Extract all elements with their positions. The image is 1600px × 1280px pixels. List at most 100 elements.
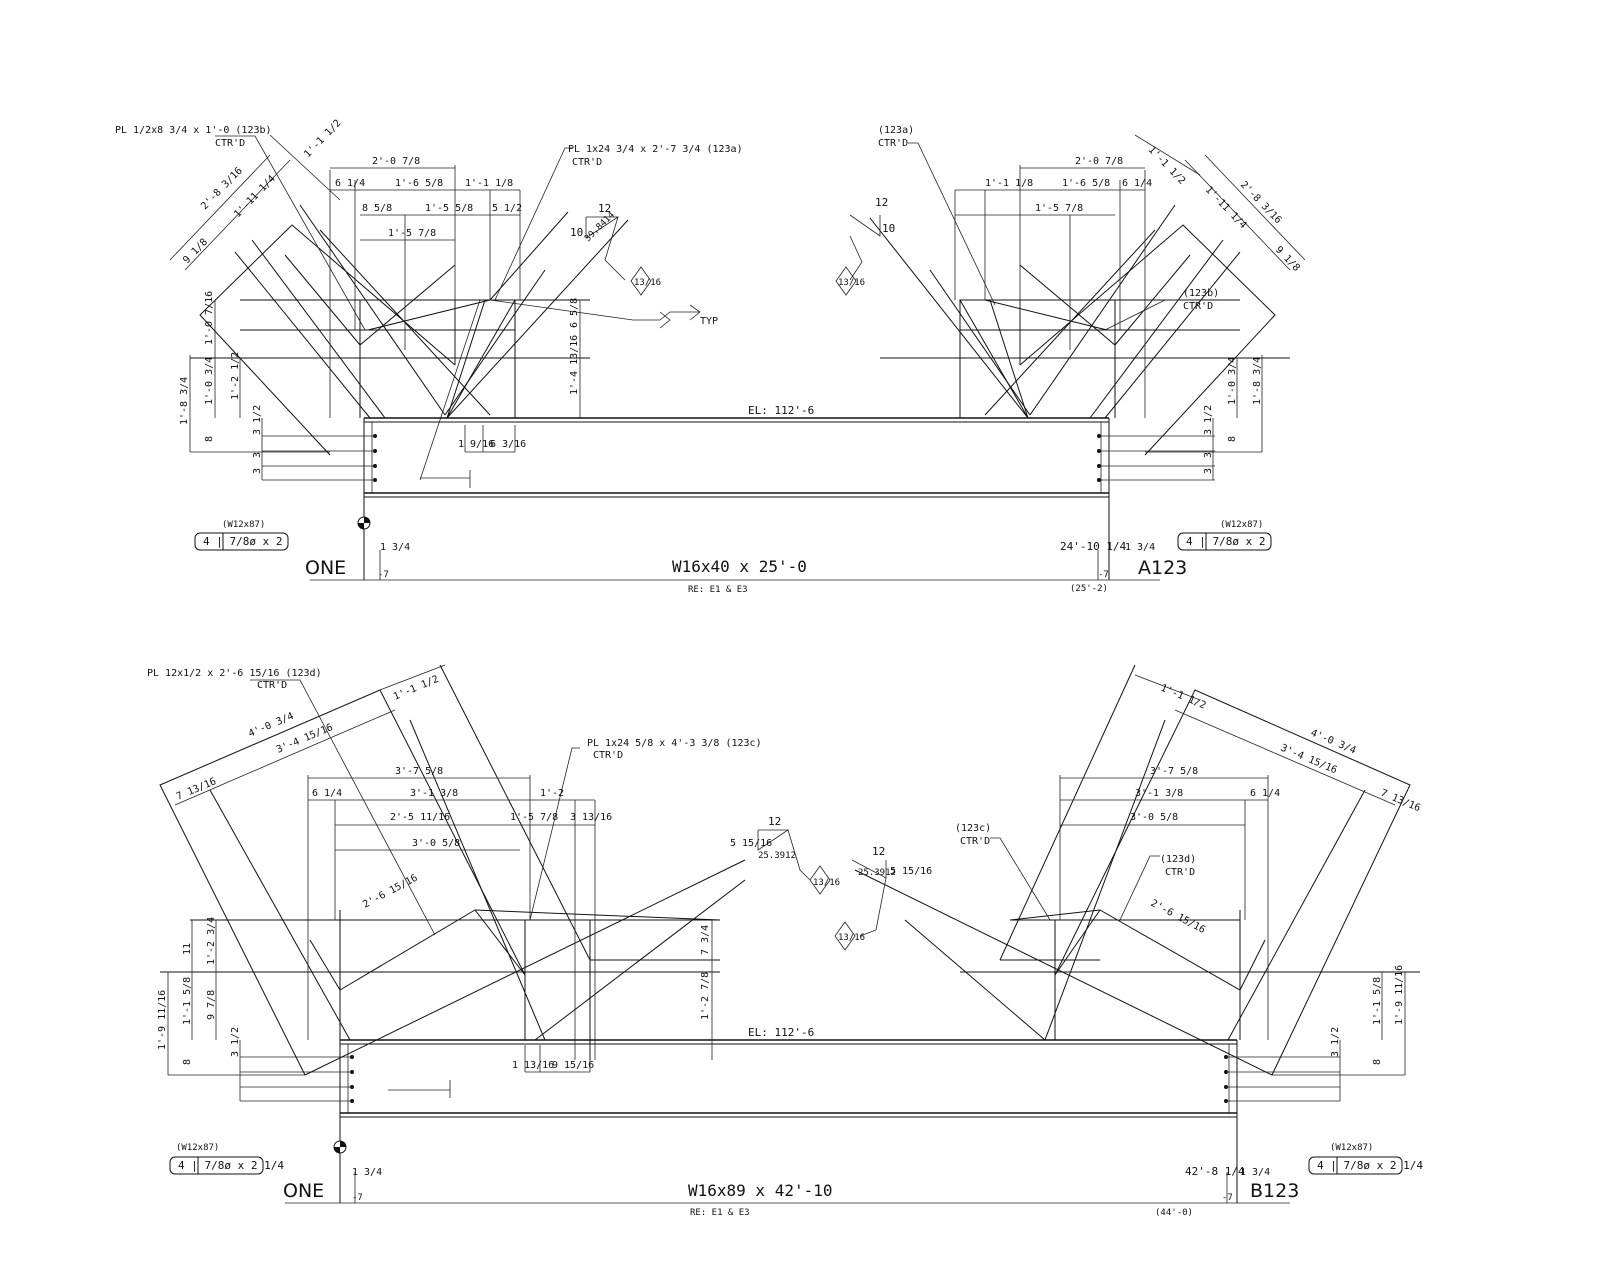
top-dim: 2'-0 7/8 <box>372 156 420 167</box>
top-dim: 1'-5 7/8 <box>1035 203 1083 214</box>
top-dim-vertical: 3 <box>252 468 263 474</box>
bottom-dim-vertical: 8 <box>1372 1059 1383 1065</box>
top-dim: 1'-1 1/8 <box>465 178 513 189</box>
top-dim-oblique: 1'-11 1/4 <box>232 173 278 220</box>
bottom-dim-vertical: 11 <box>182 943 193 955</box>
top-dim: 8 5/8 <box>362 203 392 214</box>
top-text: W16x40 x 25'-0 RE: E1 & E3 ONE A123 EL: … <box>115 118 1302 595</box>
top-dim-vertical: 1'-0 3/4 <box>1227 357 1238 405</box>
top-dim: 2'-0 7/8 <box>1075 156 1123 167</box>
bottom-dim-vertical: 1'-2 7/8 <box>700 972 711 1020</box>
bottom-elevation: EL: 112'-6 <box>748 1026 814 1039</box>
top-dim: 1 9/16 <box>458 439 494 450</box>
bottom-left-mark: ONE <box>283 1180 324 1202</box>
top-right-b: (123b) <box>1183 288 1219 299</box>
bottom-bolt-right: 4 | 7/8ø x 2 1/4 <box>1317 1159 1423 1172</box>
bottom-dim: 1'-5 7/8 <box>510 812 558 823</box>
bottom-plate-c-ctr: CTR'D <box>593 750 623 761</box>
bottom-dim-oblique: 2'-6 15/16 <box>361 873 419 911</box>
top-hole-size: 13/16 <box>634 278 661 288</box>
bottom-right-d-ctr: CTR'D <box>1165 867 1195 878</box>
bottom-dim-oblique: 1'-1 1/2 <box>392 674 441 703</box>
top-ref-note: RE: E1 & E3 <box>688 585 748 595</box>
bottom-right-mark: B123 <box>1250 1180 1299 1202</box>
top-dim-vertical: 1'-8 3/4 <box>179 377 190 425</box>
bottom-right-c: (123c) <box>955 823 991 834</box>
top-leaders <box>215 135 1180 481</box>
top-plate-a-ctr: CTR'D <box>572 157 602 168</box>
bottom-dim-vertical: 3 1/2 <box>230 1027 241 1057</box>
bottom-dim: 3'-1 3/8 <box>1135 788 1183 799</box>
top-dim-vertical: 1'-4 13/16 <box>569 335 580 395</box>
top-bolt-left-section: (W12x87) <box>222 520 265 530</box>
bottom-text: W16x89 x 42'-10 RE: E1 & E3 ONE B123 EL:… <box>147 668 1423 1218</box>
bottom-dim-oblique: 3'-4 15/16 <box>1279 743 1339 777</box>
top-bolt-right-section: (W12x87) <box>1220 520 1263 530</box>
bottom-dim-vertical: 1'-9 11/16 <box>1394 965 1405 1025</box>
top-dim-oblique: 1'-11 1/4 <box>1203 184 1249 231</box>
top-member-label: W16x40 x 25'-0 <box>672 557 807 576</box>
top-hole-size-right: 13/16 <box>838 278 865 288</box>
top-dim-vertical: 3 1/2 <box>252 405 263 435</box>
bottom-slope-run-right: 5 15/16 <box>890 866 932 877</box>
bottom-dim: 2'-5 11/16 <box>390 812 450 823</box>
top-dim-vertical: 3 1/2 <box>1203 405 1214 435</box>
top-right-b-ctr: CTR'D <box>1183 301 1213 312</box>
bottom-dim-lines <box>159 664 1411 1204</box>
bottom-dim: 1'-2 <box>540 788 564 799</box>
bottom-dim-oblique: 1'-1 1/2 <box>1159 683 1208 712</box>
bottom-dim: 6 1/4 <box>1250 788 1280 799</box>
top-dim-vertical: 6 5/8 <box>569 298 580 328</box>
top-right-a-ctr: CTR'D <box>878 138 908 149</box>
top-bolt-holes <box>262 434 1215 482</box>
top-dim: 5 1/2 <box>492 203 522 214</box>
top-right-edge: -7 <box>1098 570 1109 580</box>
top-slope-rise-right: 12 <box>875 196 888 209</box>
top-dim: 1'-1 1/8 <box>985 178 1033 189</box>
top-slope-run-right: 10 <box>882 222 895 235</box>
bottom-dim-vertical: 3 1/2 <box>1330 1027 1341 1057</box>
top-dim: 1'-6 5/8 <box>1062 178 1110 189</box>
bottom-dim: 6 1/4 <box>312 788 342 799</box>
bottom-right-edge: -7 <box>1222 1193 1233 1203</box>
top-dim-vertical: 1'-0 3/4 <box>204 357 215 405</box>
bottom-bolt-left: 4 | 7/8ø x 2 1/4 <box>178 1159 284 1172</box>
bottom-member-label: W16x89 x 42'-10 <box>688 1181 833 1200</box>
bottom-right-dim: 42'-8 1/4 <box>1185 1165 1245 1178</box>
top-dim: 1'-5 7/8 <box>388 228 436 239</box>
bottom-right-brace <box>854 664 1420 1076</box>
bottom-edge-dist-right: 1 3/4 <box>1240 1167 1270 1178</box>
top-plate-b-ctr: CTR'D <box>215 138 245 149</box>
bottom-bolt-holes <box>240 1055 1340 1103</box>
bottom-dim: 1 13/16 <box>512 1060 554 1071</box>
bottom-dim: 3'-0 5/8 <box>412 838 460 849</box>
top-overall-paren: (25'-2) <box>1070 584 1108 594</box>
top-slope-symbols <box>585 214 881 296</box>
top-elevation: EL: 112'-6 <box>748 404 814 417</box>
top-edge-dist-right: 1 3/4 <box>1125 542 1155 553</box>
bottom-slope-symbols <box>757 829 887 951</box>
bottom-right-c-ctr: CTR'D <box>960 836 990 847</box>
bottom-dim-vertical: 1'-1 5/8 <box>1372 977 1383 1025</box>
top-left-edge: -7 <box>378 570 389 580</box>
top-bolt-left: 4 | 7/8ø x 2 <box>203 535 282 548</box>
bottom-dim-oblique: 3'-4 15/16 <box>275 722 335 756</box>
top-edge-dist-left: 1 3/4 <box>380 542 410 553</box>
bottom-plate-c: PL 1x24 5/8 x 4'-3 3/8 (123c) <box>587 738 762 749</box>
bottom-right-d: (123d) <box>1160 854 1196 865</box>
top-dim-vertical: 8 <box>1227 436 1238 442</box>
bottom-slope-rise: 12 <box>768 815 781 828</box>
bottom-plate-d-ctr: CTR'D <box>257 680 287 691</box>
bottom-dim-vertical: 1'-2 3/4 <box>206 917 217 965</box>
top-dim-vertical: 8 <box>204 436 215 442</box>
top-left-brace <box>190 165 634 456</box>
bottom-leaders <box>250 679 1160 936</box>
top-dim: 1'-6 5/8 <box>395 178 443 189</box>
top-slope-run: 10 <box>570 226 583 239</box>
top-plate-a: PL 1x24 3/4 x 2'-7 3/4 (123a) <box>568 144 743 155</box>
top-right-dim: 24'-10 1/4 <box>1060 540 1127 553</box>
top-dim: 6 1/4 <box>1122 178 1152 189</box>
top-dim-oblique: 9 1/8 <box>181 237 210 266</box>
